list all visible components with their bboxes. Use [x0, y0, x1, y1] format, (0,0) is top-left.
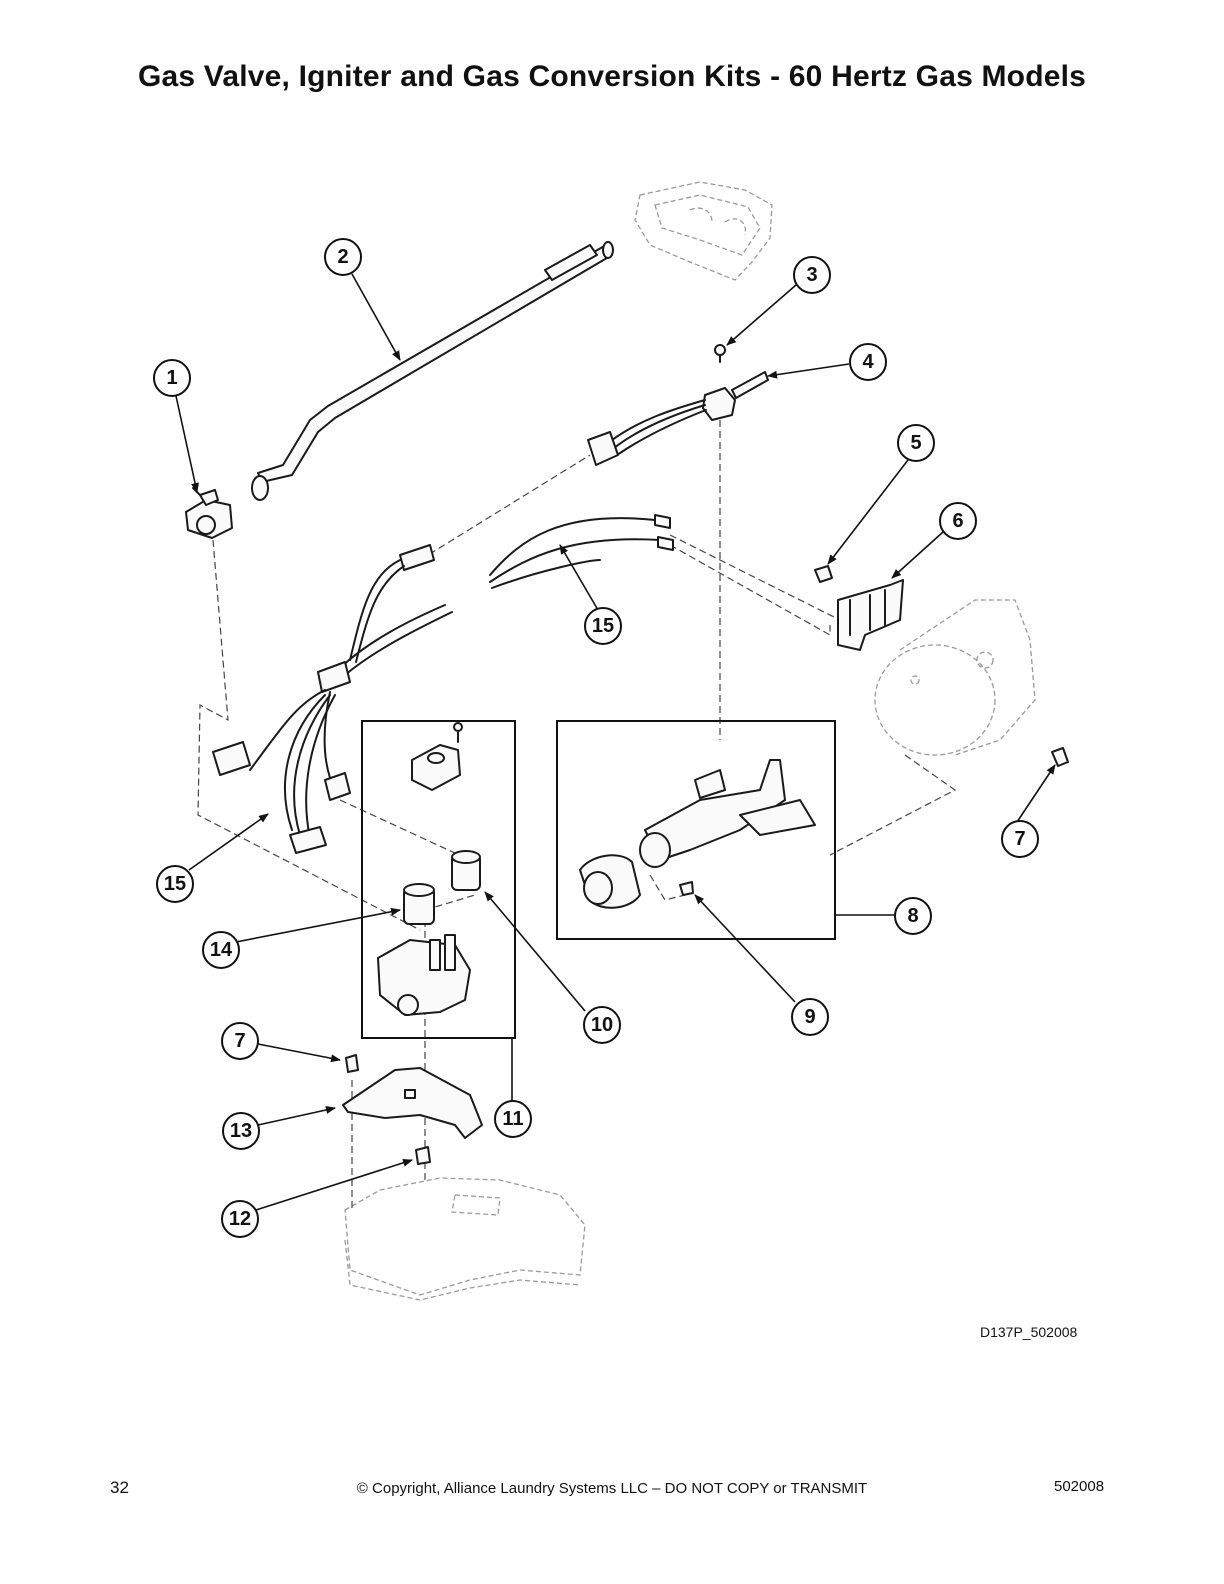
- callout-5: 5: [897, 424, 935, 462]
- page-number: 32: [110, 1478, 129, 1497]
- callout-15-upper: 15: [584, 607, 622, 645]
- svg-text:14: 14: [210, 939, 233, 961]
- flame-sensor-wires-part: [489, 514, 674, 589]
- callout-15-lower: 15: [156, 865, 194, 903]
- callout-10: 10: [583, 1006, 621, 1044]
- gas-pipe-part: [251, 241, 614, 501]
- callout-13: 13: [222, 1112, 260, 1150]
- conversion-kit-contents: [579, 759, 816, 909]
- svg-text:11: 11: [502, 1108, 523, 1130]
- page-title: Gas Valve, Igniter and Gas Conversion Ki…: [137, 60, 1087, 93]
- leader-lines: [175, 273, 1056, 1211]
- callout-2: 2: [324, 238, 362, 276]
- callout-3: 3: [793, 256, 831, 294]
- conversion-kit-box: [556, 720, 836, 940]
- igniter-part: [587, 371, 769, 466]
- svg-text:7: 7: [234, 1030, 245, 1052]
- svg-text:4: 4: [862, 351, 874, 373]
- screw-part-7-right: [1051, 747, 1069, 767]
- igniter-bracket-part: [814, 565, 904, 651]
- svg-text:10: 10: [591, 1014, 613, 1036]
- svg-text:13: 13: [230, 1120, 252, 1142]
- callout-9: 9: [791, 998, 829, 1036]
- svg-text:15: 15: [592, 615, 614, 637]
- svg-text:7: 7: [1014, 828, 1025, 850]
- callout-4: 4: [849, 343, 887, 381]
- callout-11: 11: [494, 1100, 532, 1138]
- svg-text:9: 9: [804, 1006, 815, 1028]
- gas-valve-kit-box: [361, 720, 516, 1039]
- drawing-id: D137P_502008: [980, 1324, 1078, 1340]
- callout-1: 1: [153, 359, 191, 397]
- svg-text:15: 15: [164, 873, 186, 895]
- ghost-burner-housing: [874, 599, 1036, 756]
- callout-8: 8: [894, 897, 932, 935]
- ghost-base-plate: [344, 1177, 586, 1301]
- callout-6: 6: [939, 502, 977, 540]
- svg-text:3: 3: [806, 264, 817, 286]
- svg-text:8: 8: [907, 905, 918, 927]
- screw-part-7-left: [345, 1054, 359, 1073]
- ghost-burner-bracket: [634, 181, 773, 281]
- shutoff-valve-part: [185, 487, 233, 539]
- callout-7-left: 7: [221, 1022, 259, 1060]
- gas-valve-kit-contents: [377, 722, 481, 1016]
- svg-text:12: 12: [229, 1208, 251, 1230]
- svg-text:5: 5: [910, 432, 921, 454]
- copyright-notice: © Copyright, Alliance Laundry Systems LL…: [356, 1480, 868, 1497]
- document-number: 502008: [1054, 1478, 1105, 1495]
- svg-text:1: 1: [166, 367, 177, 389]
- screw-part-12: [415, 1146, 431, 1165]
- svg-text:6: 6: [952, 510, 963, 532]
- wire-harness-part: [212, 544, 453, 854]
- mounting-plate-part: [342, 1067, 483, 1139]
- alignment-lines: [197, 420, 957, 1210]
- callout-7-right: 7: [1001, 820, 1039, 858]
- callout-12: 12: [221, 1200, 259, 1238]
- callout-14: 14: [202, 931, 240, 969]
- svg-text:2: 2: [337, 246, 348, 268]
- screw-part-3: [714, 344, 726, 363]
